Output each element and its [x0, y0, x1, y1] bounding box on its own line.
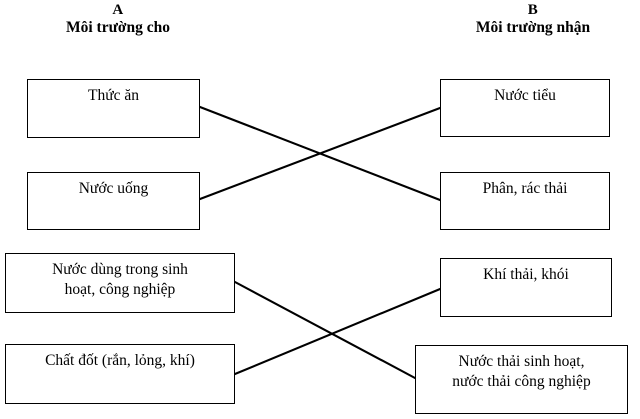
column-a-caption: Môi trường cho: [66, 19, 170, 37]
right-item-box-2[interactable]: Phân, rác thải: [440, 172, 610, 230]
left-item-label-3: Nước dùng trong sinh hoạt, công nghiệp: [52, 261, 188, 298]
left-item-label-2: Nước uống: [78, 180, 149, 197]
right-item-label-1: Nước tiểu: [494, 87, 556, 104]
right-item-box-1[interactable]: Nước tiểu: [440, 79, 610, 137]
left-item-box-2[interactable]: Nước uống: [27, 172, 200, 230]
right-item-box-3[interactable]: Khí thải, khói: [440, 258, 612, 317]
column-b-caption: Môi trường nhận: [475, 19, 591, 37]
left-item-box-1[interactable]: Thức ăn: [27, 79, 200, 138]
column-b-letter: B: [527, 2, 539, 18]
column-a-letter: A: [112, 2, 124, 18]
connector-line-nuoc-dung-to-nuoc-thai: [233, 280, 417, 380]
right-item-label-4: Nước thải sinh hoạt, nước thải công nghi…: [452, 353, 591, 390]
connector-line-chat-dot-to-khi-thai: [233, 287, 442, 376]
right-item-label-3: Khí thải, khói: [483, 266, 569, 283]
column-header-a: A Môi trường cho: [18, 2, 218, 37]
left-item-label-4: Chất đốt (rắn, lỏng, khí): [45, 352, 195, 369]
column-header-b: B Môi trường nhận: [433, 2, 633, 37]
connector-line-nuoc-uong-to-nuoc-tieu: [198, 106, 442, 201]
left-item-box-4[interactable]: Chất đốt (rắn, lỏng, khí): [5, 344, 235, 404]
connector-line-thuc-an-to-phan-rac-thai: [198, 105, 442, 202]
right-item-label-2: Phân, rác thải: [482, 180, 568, 197]
right-item-box-4[interactable]: Nước thải sinh hoạt, nước thải công nghi…: [415, 345, 628, 414]
left-item-box-3[interactable]: Nước dùng trong sinh hoạt, công nghiệp: [5, 253, 235, 313]
left-item-label-1: Thức ăn: [87, 87, 139, 104]
